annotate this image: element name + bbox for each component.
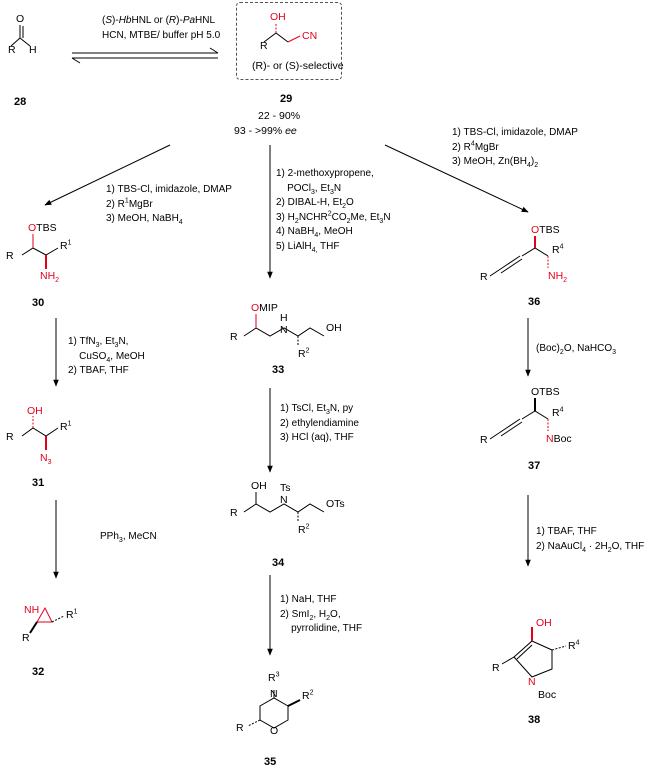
atom-n-38: N [528,676,536,688]
atom-r-37: R [480,434,488,446]
atom-otbs-36: OTBS [531,224,560,236]
atom-otbs-30: OTBS [28,222,57,234]
compound-number-29: 29 [280,93,293,105]
atom-r-30: R [6,250,14,262]
atom-r2-35: R2 [302,689,314,703]
atom-boc-38: Boc [538,689,557,701]
compound-number-31: 31 [32,477,45,489]
atom-r1-32: R1 [66,608,78,622]
structure-36 [489,236,549,277]
compound-number-32: 32 [32,666,45,678]
atom-n-35: N [270,688,278,700]
reagents-28-29: (S)-HbHNL or (R)-PaHNL HCN, MTBE/ buffer… [102,15,221,41]
atom-h-28: H [29,44,37,56]
atom-r-29: R [260,40,268,52]
structure-35 [247,690,301,729]
atom-r1-30: R1 [60,239,72,253]
atom-r-35: R [236,722,244,734]
compound-number-37: 37 [528,460,541,472]
reagents-31-32: PPh3, MeCN [100,531,157,544]
atom-oh-33: OH [326,322,342,334]
compound-number-33: 33 [272,364,285,376]
atom-o-28: O [16,13,25,25]
atom-o-35: O [270,725,279,737]
atom-n3-31: N3 [40,452,52,467]
atom-oh-38: OH [536,617,552,629]
atom-r-28: R [8,44,16,56]
ee-range: 93 - >99% ee [234,125,297,137]
atom-r-38: R [492,662,500,674]
atom-r4-37: R4 [552,406,564,420]
atom-omip-33: OMIP [251,302,278,314]
compound-number-38: 38 [528,714,541,726]
reagents-37-38: 1) TBAF, THF 2) NaAuCl4 · 2H2O, THF [536,526,645,554]
atom-oh-29: OH [270,11,286,23]
atom-cn-29: CN [302,30,318,42]
atom-r-32: R [22,632,30,644]
atom-nh2-36: NH2 [548,270,568,285]
compound-number-34: 34 [272,557,285,569]
reagents-29-30: 1) TBS-Cl, imidazole, DMAP 2) R1MgBr 3) … [106,184,232,226]
atom-nh2-30: NH2 [40,270,60,285]
atom-r-34: R [230,507,238,519]
reagents-30-31: 1) TfN3, Et3N, CuSO4, MeOH 2) TBAF, THF [68,336,145,376]
atom-r1-31: R1 [60,420,72,434]
structure-30 [21,234,59,269]
structure-34 [243,492,325,522]
structure-28 [10,25,31,47]
reagents-29-36: 1) TBS-Cl, imidazole, DMAP 2) R4MgBr 3) … [452,127,578,169]
reagents-36-37: (Boc)2O, NaHCO3 [536,343,617,356]
atom-r2-33: R2 [298,347,310,361]
atom-r4-38: R4 [568,639,580,653]
arrow-29-to-30 [44,144,171,206]
atom-r-36: R [480,271,488,283]
atom-r3-35: R3 [268,671,280,685]
atom-otbs-37: OTBS [531,386,560,398]
atom-r-31: R [6,431,14,443]
compound-number-35: 35 [264,756,277,768]
atom-nboc-37: NBoc [546,433,572,445]
atom-oh-34: OH [251,480,267,492]
yield-range: 22 - 90% [258,110,301,122]
atom-ots-34: OTs [326,498,345,510]
compound-number-30: 30 [32,297,45,309]
compound-number-28: 28 [14,96,27,108]
atom-r4-36: R4 [552,243,564,257]
box-caption: (R)- or (S)-selective [252,60,344,72]
atom-r-33: R [230,331,238,343]
compound-number-36: 36 [528,296,541,308]
atom-oh-31: OH [27,405,43,417]
structure-37 [489,398,549,440]
atom-r2-34: R2 [298,523,310,537]
structure-29 [263,23,301,43]
structure-33 [243,314,325,346]
reagents-33-34: 1) TsCl, Et3N, py 2) ethylendiamine 3) H… [280,403,359,443]
structure-38 [501,627,567,678]
reagents-29-33: 1) 2-methoxypropene, POCl3, Et3N 2) DIBA… [276,168,391,254]
selectivity-box [236,2,342,80]
structure-31 [21,416,59,450]
atom-nh-32: NH [24,604,40,616]
reagents-34-35: 1) NaH, THF 2) SmI2, H2O, pyrrolidine, T… [280,594,363,634]
structure-32 [29,606,65,634]
arrow-29-to-36 [384,144,529,213]
